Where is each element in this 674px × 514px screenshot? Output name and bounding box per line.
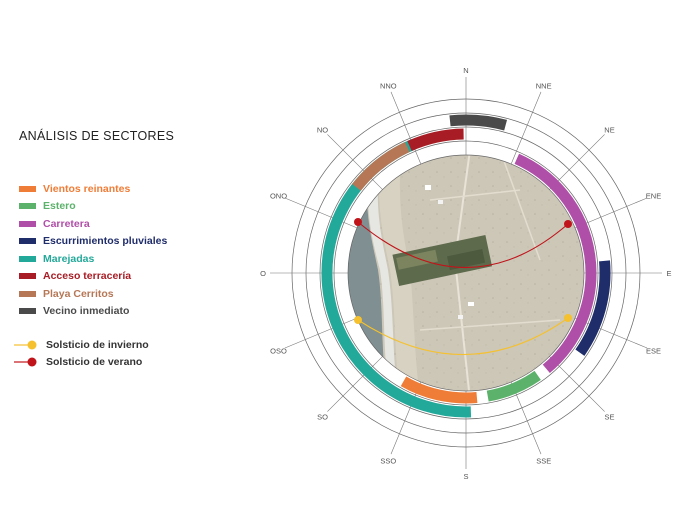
legend-swatch xyxy=(19,290,36,297)
compass-spoke xyxy=(574,197,648,229)
compass-spoke xyxy=(549,356,605,412)
sector-arc-5 xyxy=(407,128,464,152)
direction-label: NO xyxy=(317,126,328,135)
sector-legend: Vientos reinantes Estero Carretera Escur… xyxy=(19,180,259,320)
direction-label: NNO xyxy=(380,82,397,91)
legend-item-summer-solstice: Solsticio de verano xyxy=(14,353,254,370)
legend-item-acceso: Acceso terracería xyxy=(19,268,259,286)
sector-arcs xyxy=(321,114,611,418)
winter-sun-path xyxy=(357,317,569,356)
sector-arc-6 xyxy=(352,142,410,191)
legend-swatch xyxy=(19,308,36,315)
compass-spoke xyxy=(284,317,358,349)
compass-spokes xyxy=(270,77,662,469)
direction-label: SSO xyxy=(380,457,396,466)
legend-label: Solsticio de invierno xyxy=(46,338,149,351)
sector-arc-0 xyxy=(400,376,478,404)
legend-swatch xyxy=(19,203,36,210)
legend-label: Escurrimientos pluviales xyxy=(43,235,168,248)
legend-swatch xyxy=(19,255,36,262)
direction-label: ENE xyxy=(646,191,661,200)
summer-sun-path xyxy=(357,221,569,269)
direction-labels: N NNE NE ENE E ESE SE SSE S SSO SO OSO O ONO NO NNO xyxy=(260,66,671,481)
direction-label: NNE xyxy=(536,82,552,91)
compass-spoke xyxy=(327,134,383,190)
legend-label: Acceso terracería xyxy=(43,270,132,283)
sector-arc-1 xyxy=(486,370,541,402)
legend-item-escurrimientos: Escurrimientos pluviales xyxy=(19,233,259,251)
direction-label: E xyxy=(666,269,671,278)
legend-label: Vecino inmediato xyxy=(43,305,130,318)
sector-arc-3 xyxy=(575,260,611,356)
direction-label: NE xyxy=(604,126,614,135)
legend-swatch xyxy=(19,220,36,227)
direction-label: S xyxy=(463,472,468,481)
legend-item-vientos: Vientos reinantes xyxy=(19,180,259,198)
diagram-title: ANÁLISIS DE SECTORES xyxy=(19,129,175,143)
direction-label: SE xyxy=(604,413,614,422)
winter-sun-marker-icon xyxy=(14,340,37,349)
direction-label: N xyxy=(463,66,468,75)
compass-spoke xyxy=(510,381,542,455)
legend-label: Estero xyxy=(43,200,76,213)
legend-label: Vientos reinantes xyxy=(43,182,131,195)
legend-label: Marejadas xyxy=(43,252,95,265)
legend-item-vecino: Vecino inmediato xyxy=(19,303,259,321)
legend-item-marejadas: Marejadas xyxy=(19,250,259,268)
sector-arc-7 xyxy=(449,114,508,131)
legend-swatch xyxy=(19,238,36,245)
compass-spoke xyxy=(549,134,605,190)
legend-swatch xyxy=(19,273,36,280)
direction-label: ESE xyxy=(646,347,661,356)
direction-label: ONO xyxy=(270,191,287,200)
summer-sunset-marker xyxy=(564,220,572,228)
legend-item-carretera: Carretera xyxy=(19,215,259,233)
solstice-sun-paths xyxy=(354,218,572,356)
legend-label: Playa Cerritos xyxy=(43,287,114,300)
compass-spoke xyxy=(390,91,422,165)
legend-item-estero: Estero xyxy=(19,198,259,216)
compass-spoke xyxy=(327,356,383,412)
direction-label: O xyxy=(260,269,266,278)
legend-label: Carretera xyxy=(43,217,90,230)
compass-spoke xyxy=(390,381,422,455)
legend-swatch xyxy=(19,185,36,192)
direction-label: SSE xyxy=(536,457,551,466)
legend-item-winter-solstice: Solsticio de invierno xyxy=(14,336,254,353)
summer-sunrise-marker xyxy=(354,218,362,226)
compass-spoke xyxy=(284,197,358,229)
legend-label: Solsticio de verano xyxy=(46,355,143,368)
legend-item-playa: Playa Cerritos xyxy=(19,285,259,303)
solstice-legend: Solsticio de invierno Solsticio de veran… xyxy=(14,336,254,370)
sector-arc-2 xyxy=(514,153,597,374)
direction-label: OSO xyxy=(270,347,287,356)
winter-sunrise-marker xyxy=(354,316,362,324)
compass-spoke xyxy=(574,317,648,349)
winter-sunset-marker xyxy=(564,314,572,322)
direction-label: SO xyxy=(317,413,328,422)
compass-spoke xyxy=(510,91,542,165)
summer-sun-marker-icon xyxy=(14,357,37,366)
